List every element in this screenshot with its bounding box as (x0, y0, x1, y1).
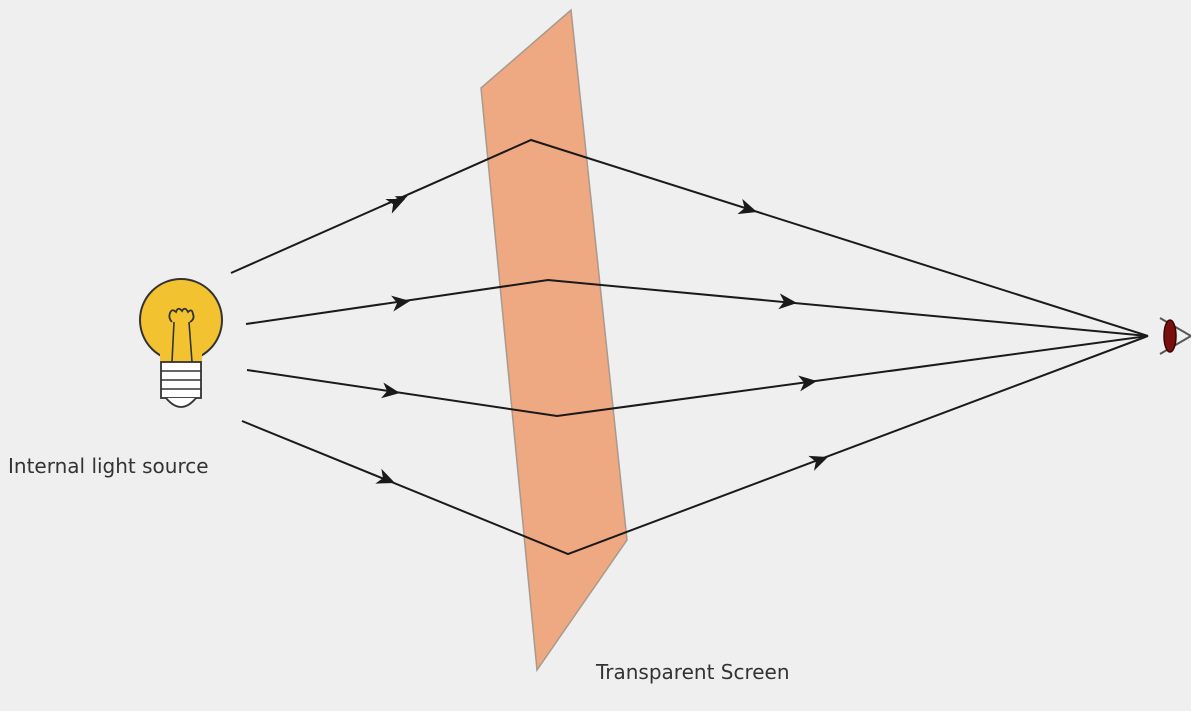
light-source-label: Internal light source (0, 448, 217, 484)
arrow-ray-1-in (385, 198, 405, 214)
arrow-ray-4-out (808, 455, 828, 471)
arrow-ray-3-out (798, 375, 817, 392)
light-bulb-icon (139, 278, 223, 408)
light-ray-4 (241, 335, 1149, 556)
arrow-ray-3-in (381, 382, 400, 399)
light-ray-1 (230, 138, 1149, 337)
arrow-ray-2-in (391, 295, 410, 312)
arrow-ray-4-in (375, 468, 395, 484)
arrow-ray-1-out (737, 198, 757, 215)
screen-label: Transparent Screen (588, 654, 798, 690)
transparent-screen (480, 8, 628, 673)
light-ray-3 (246, 335, 1149, 418)
arrow-ray-2-out (778, 293, 797, 310)
light-ray-2 (245, 278, 1149, 337)
eye-icon (1159, 317, 1191, 355)
ray-arrowheads (375, 198, 828, 484)
